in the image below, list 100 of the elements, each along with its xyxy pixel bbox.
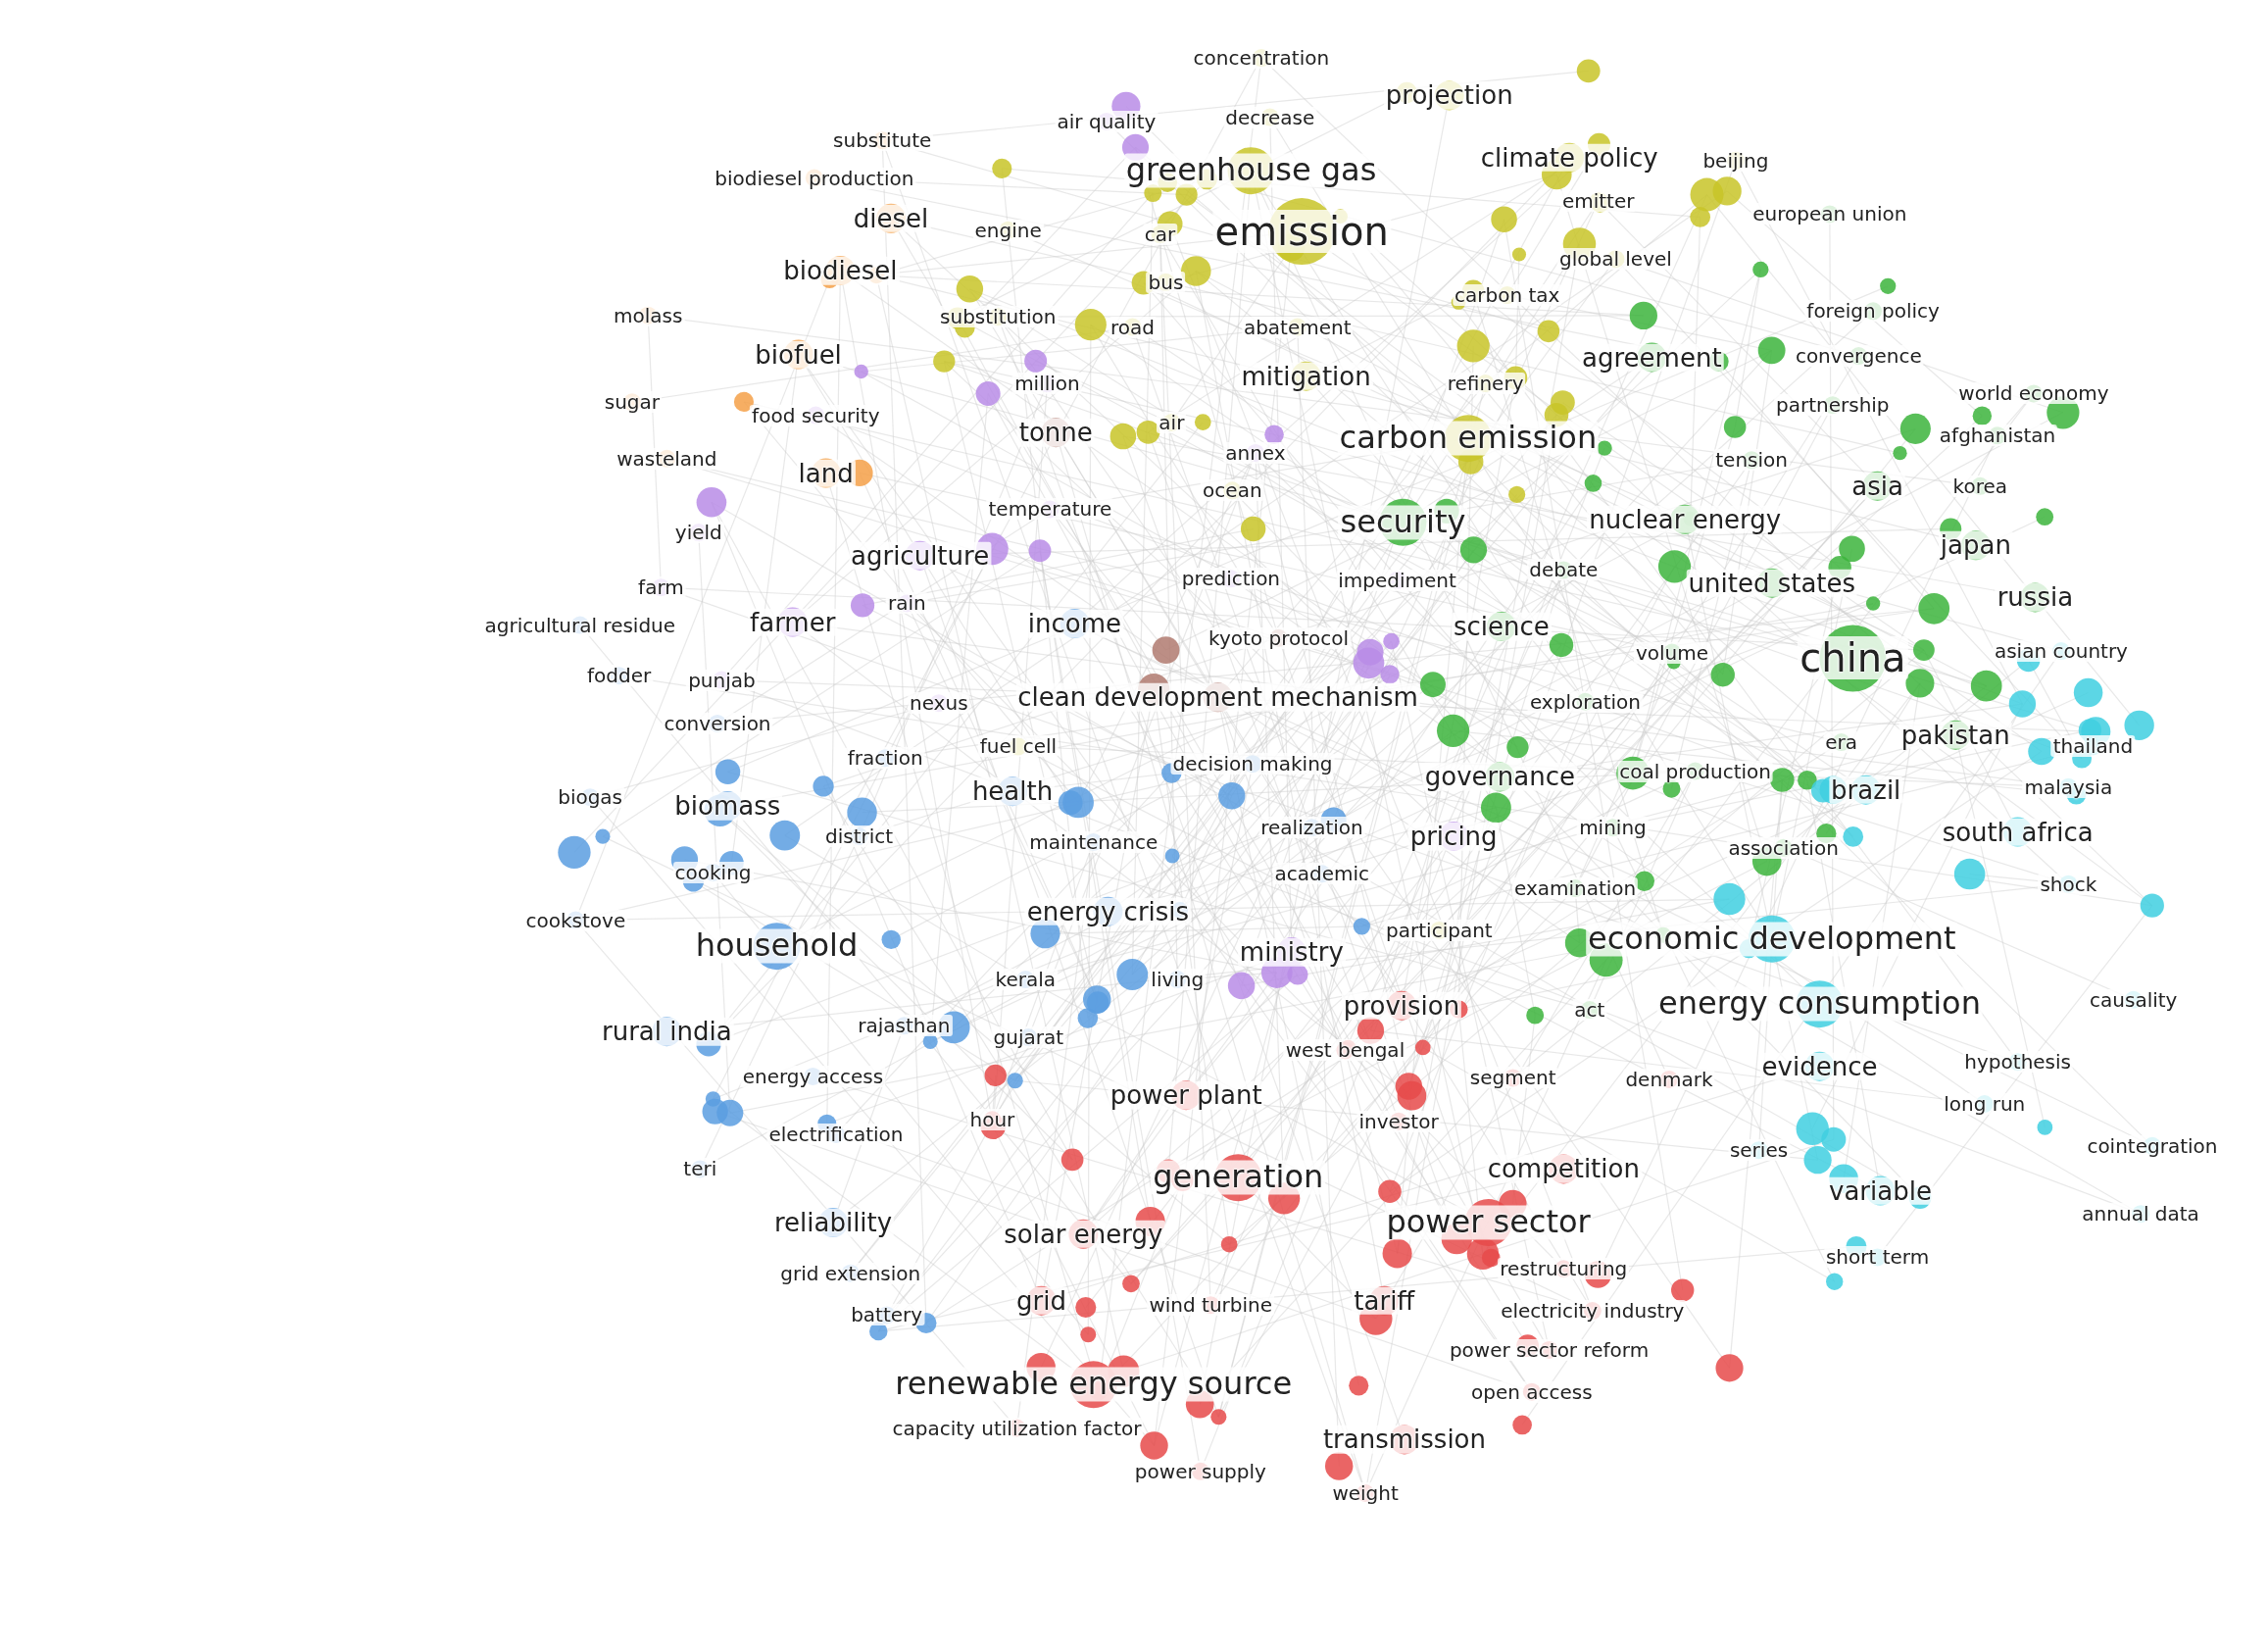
- term-label: annex: [1223, 441, 1288, 464]
- term-label: generation: [1151, 1160, 1326, 1195]
- term-label: asian country: [1992, 640, 2130, 663]
- term-label: fodder: [585, 665, 654, 687]
- term-label: agriculture: [849, 541, 992, 570]
- term-label: sugar: [602, 391, 663, 414]
- term-label: denmark: [1623, 1068, 1715, 1090]
- term-label: grid: [1014, 1286, 1068, 1315]
- term-label: air quality: [1055, 110, 1159, 132]
- term-label: mitigation: [1239, 362, 1373, 390]
- term-label: volume: [1633, 641, 1711, 664]
- term-label: pakistan: [1898, 721, 2012, 749]
- term-label: agreement: [1580, 343, 1724, 372]
- term-label: food security: [750, 404, 882, 426]
- term-label: car: [1142, 224, 1178, 246]
- term-label: thailand: [2050, 735, 2136, 758]
- term-label: security: [1338, 505, 1468, 540]
- term-label: series: [1727, 1139, 1791, 1162]
- term-label: refinery: [1445, 373, 1526, 395]
- term-label: united states: [1686, 569, 1858, 597]
- term-label: participant: [1384, 919, 1495, 941]
- term-label: provision: [1341, 991, 1462, 1020]
- term-label: nexus: [908, 692, 970, 715]
- term-label: restructuring: [1498, 1258, 1630, 1280]
- term-label: engine: [972, 219, 1044, 241]
- term-label: energy consumption: [1656, 986, 1983, 1022]
- term-label: carbon tax: [1453, 284, 1562, 307]
- term-label: punjab: [686, 669, 758, 691]
- term-label: teri: [681, 1158, 719, 1180]
- term-label: tonne: [1016, 418, 1095, 447]
- term-label: income: [1025, 609, 1124, 638]
- term-label: decision making: [1170, 753, 1335, 775]
- term-label: china: [1798, 636, 1908, 680]
- term-label: tension: [1713, 449, 1790, 472]
- term-label: cookstove: [523, 909, 628, 931]
- term-label: cooking: [672, 861, 754, 883]
- term-label: realization: [1258, 817, 1365, 839]
- term-label: foreign policy: [1804, 300, 1942, 323]
- term-label: segment: [1467, 1067, 1558, 1089]
- term-label: carbon emission: [1337, 421, 1600, 456]
- term-label: capacity utilization factor: [890, 1417, 1144, 1439]
- term-label: maintenance: [1027, 830, 1160, 853]
- term-label: electricity industry: [1499, 1300, 1687, 1323]
- term-label: open access: [1469, 1380, 1595, 1403]
- term-label: wind turbine: [1147, 1294, 1274, 1317]
- term-label: farmer: [748, 608, 838, 636]
- term-label: era: [1823, 731, 1860, 754]
- term-label: substitute: [831, 129, 934, 152]
- term-label: debate: [1527, 559, 1601, 581]
- term-label: land: [796, 459, 856, 487]
- term-label: causality: [2088, 988, 2180, 1011]
- term-label: fraction: [845, 747, 925, 770]
- term-label: act: [1572, 999, 1607, 1022]
- term-label: hypothesis: [1962, 1051, 2073, 1074]
- term-label: clean development mechanism: [1015, 683, 1420, 712]
- term-label: kerala: [993, 969, 1059, 991]
- term-label: bus: [1146, 271, 1186, 293]
- term-label: temperature: [986, 498, 1114, 521]
- term-label: west bengal: [1283, 1039, 1407, 1062]
- term-label: weight: [1330, 1482, 1401, 1504]
- term-label: greenhouse gas: [1123, 153, 1379, 188]
- term-label: mining: [1577, 817, 1649, 839]
- term-label: shock: [2038, 873, 2099, 895]
- term-label: grid extension: [778, 1262, 923, 1284]
- term-label: governance: [1422, 763, 1577, 791]
- term-label: farm: [636, 576, 686, 599]
- term-label: district: [823, 825, 896, 847]
- term-label: abatement: [1241, 316, 1354, 338]
- term-label: ministry: [1237, 937, 1346, 967]
- term-label: ocean: [1201, 479, 1264, 502]
- term-label: pricing: [1407, 822, 1500, 851]
- term-label: kyoto protocol: [1207, 626, 1352, 649]
- term-label: health: [969, 776, 1056, 806]
- term-label: association: [1726, 836, 1841, 859]
- term-label: energy access: [740, 1065, 886, 1087]
- term-label: world economy: [1956, 382, 2111, 405]
- term-label: impediment: [1336, 569, 1458, 591]
- term-label: air: [1157, 411, 1187, 433]
- term-label: emission: [1212, 210, 1391, 254]
- term-label: conversion: [662, 712, 773, 734]
- term-label: science: [1451, 612, 1552, 641]
- term-label: yield: [672, 522, 724, 544]
- term-label: asia: [1849, 472, 1905, 501]
- term-label: energy crisis: [1024, 897, 1192, 925]
- term-label: variable: [1827, 1176, 1934, 1205]
- term-label: living: [1149, 969, 1207, 991]
- term-label: competition: [1485, 1155, 1642, 1183]
- term-label: partnership: [1774, 394, 1892, 417]
- term-label: road: [1109, 316, 1157, 338]
- term-label: power sector: [1384, 1205, 1593, 1240]
- term-label: power plant: [1108, 1080, 1264, 1110]
- term-label: coal production: [1617, 760, 1773, 782]
- term-label: gujarat: [991, 1026, 1065, 1049]
- term-label: investor: [1356, 1110, 1441, 1132]
- term-label: fuel cell: [977, 735, 1060, 758]
- term-label: nuclear energy: [1587, 505, 1784, 534]
- term-label: exploration: [1527, 690, 1643, 713]
- term-label: academic: [1272, 863, 1372, 885]
- term-label: japan: [1938, 531, 2013, 560]
- term-label: hour: [967, 1109, 1017, 1131]
